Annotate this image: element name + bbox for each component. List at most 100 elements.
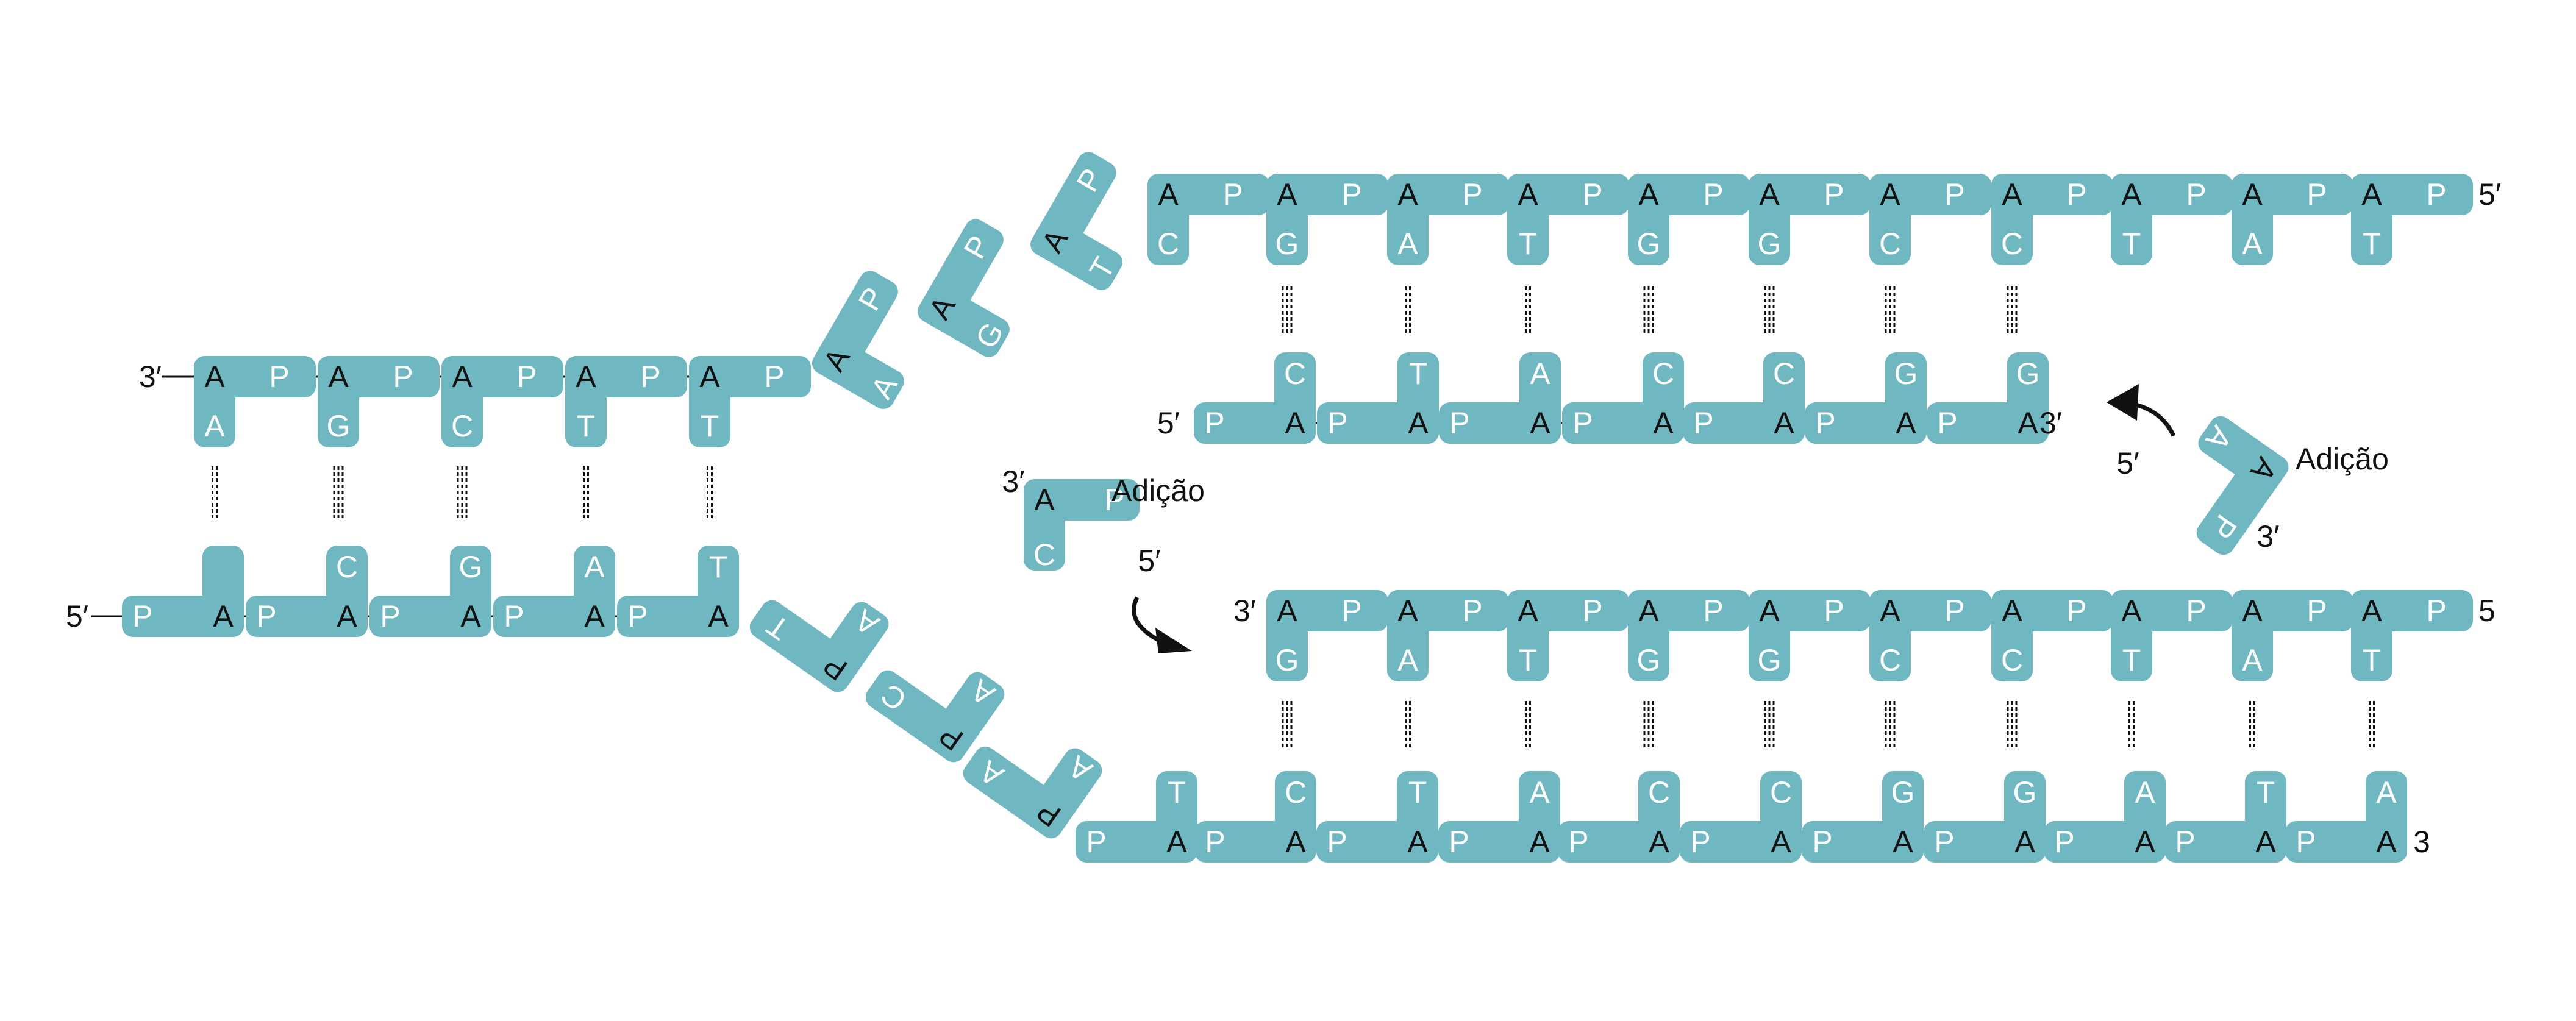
hydrogen-bonds	[212, 286, 2375, 749]
sugar-label: A	[2361, 594, 2382, 628]
base-arm	[1763, 352, 1805, 444]
lower-template-3prime-label: 3′	[1233, 594, 1256, 628]
base-arm	[1274, 352, 1316, 444]
base-label: T	[577, 409, 596, 443]
sugar-label: A	[1034, 483, 1055, 517]
sugar-label: A	[1771, 825, 1791, 859]
base-label: A	[1397, 227, 1418, 261]
base-label: T	[2122, 227, 2141, 261]
base-label: T	[2363, 227, 2382, 261]
phosphate-label: P	[1572, 406, 1593, 440]
base-label: T	[1409, 357, 1428, 391]
phosphate-label: P	[2186, 594, 2206, 628]
base-arm	[1507, 174, 1549, 265]
base-arm	[1885, 352, 1927, 444]
base-arm	[1387, 174, 1429, 265]
sugar-label: A	[2014, 825, 2035, 859]
base-arm	[1869, 174, 1911, 265]
base-arm	[565, 356, 607, 447]
base-arm	[1749, 590, 1790, 681]
phosphate-label: P	[1205, 825, 1225, 859]
base-label: G	[1276, 643, 1299, 677]
base-label: C	[1773, 357, 1795, 391]
sugar-label: A	[1285, 406, 1305, 440]
sugar-label: A	[1649, 825, 1669, 859]
base-label: T	[2363, 643, 2382, 677]
base-label: T	[1519, 227, 1538, 261]
sugar-label: A	[460, 599, 481, 633]
sugar-label: A	[2135, 825, 2155, 859]
base-label: C	[1879, 227, 1901, 261]
backbone-connectors	[91, 193, 2353, 843]
phosphate-label: P	[627, 599, 648, 633]
phosphate-label: P	[1582, 177, 1602, 212]
phosphate-label: P	[504, 599, 524, 633]
base-label: A	[2135, 775, 2155, 809]
lower-new-strand-nucleotide: P AA	[2044, 771, 2166, 863]
sugar-label: A	[2121, 177, 2142, 212]
sugar-label: A	[2361, 177, 2382, 212]
sugar-label: A	[1759, 594, 1780, 628]
sugar-label: A	[1880, 177, 1900, 212]
sugar-label: A	[1529, 825, 1550, 859]
phosphate-label: P	[269, 360, 289, 394]
base-label: A	[2242, 227, 2263, 261]
sugar-label: A	[2018, 406, 2038, 440]
base-arm	[441, 356, 483, 447]
phosphate-label: P	[1222, 177, 1243, 212]
phosphate-label: P	[2066, 177, 2086, 212]
phosphate-label: P	[1944, 177, 1964, 212]
base-label: T	[701, 409, 719, 443]
base-label: C	[451, 409, 473, 443]
phosphate-label: P	[1104, 483, 1124, 517]
addition-arrow-left	[1132, 596, 1192, 653]
base-arm	[1643, 352, 1684, 444]
sugar-label: A	[1518, 177, 1538, 212]
base-arm	[1760, 771, 1802, 863]
phosphate-label: P	[2054, 825, 2074, 859]
base-arm	[810, 602, 889, 692]
base-label: A	[2376, 775, 2397, 809]
base-label: T	[1519, 643, 1538, 677]
base-arm	[1869, 590, 1911, 681]
base-label: A	[1397, 643, 1418, 677]
sugar-label: A	[2002, 594, 2022, 628]
base-arm	[1991, 590, 2033, 681]
phosphate-label: P	[1824, 177, 1844, 212]
sugar-label: A	[1653, 406, 1674, 440]
upper-new-5prime-label: 5′	[1157, 406, 1180, 440]
base-arm	[1266, 174, 1308, 265]
phosphate-label: P	[1934, 825, 1954, 859]
base-arm	[2004, 771, 2046, 863]
base-label: G	[1637, 643, 1661, 677]
phosphate-label: P	[2296, 825, 2316, 859]
phosphate-label: P	[2426, 594, 2446, 628]
sugar-label: A	[699, 360, 720, 394]
sugar-label: A	[1774, 406, 1794, 440]
incoming-left-5prime-label: 5′	[1138, 544, 1160, 578]
base-label: G	[1758, 643, 1782, 677]
base-label: C	[2001, 227, 2023, 261]
upper-new-3prime-label: 3′	[2039, 406, 2062, 440]
phosphate-label: P	[1462, 177, 1482, 212]
base-label: A	[584, 550, 605, 584]
base-arm	[1024, 479, 1065, 571]
